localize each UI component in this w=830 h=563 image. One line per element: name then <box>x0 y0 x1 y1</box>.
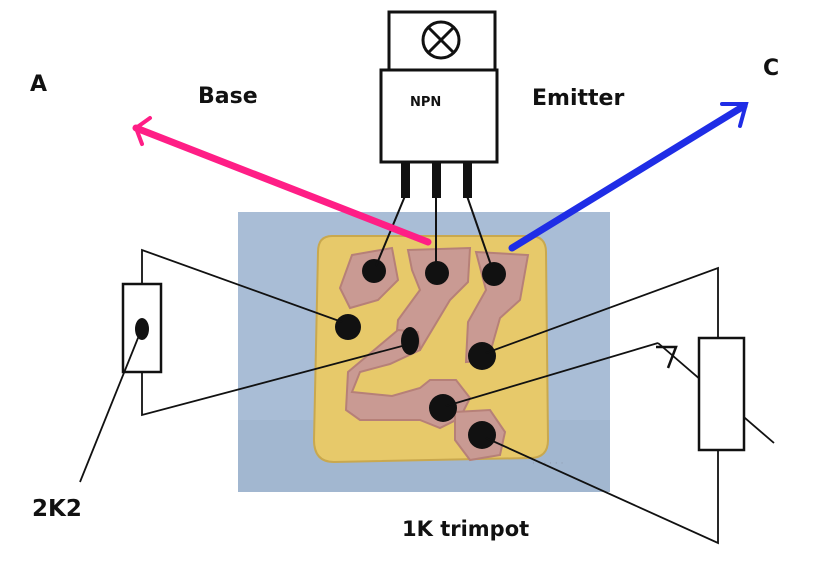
resistor-value-label: 2K2 <box>32 496 82 522</box>
solder-pads <box>335 259 506 449</box>
trimpot-body <box>697 336 746 452</box>
terminal-a-label: A <box>30 72 48 97</box>
emitter-label: Emitter <box>532 86 625 111</box>
transistor-npn <box>379 10 499 164</box>
resistor-dot <box>135 318 149 340</box>
pad-resistor-bottom <box>401 327 419 355</box>
pad-emitter <box>482 262 506 286</box>
trimpot-1k <box>656 336 746 452</box>
base-arrow <box>132 116 432 246</box>
pad-trimpot-wiper <box>429 394 457 422</box>
photo-watermark: · · · · · · <box>532 459 563 469</box>
pad-trimpot-a <box>468 342 496 370</box>
transistor-body <box>379 68 499 164</box>
pad-collector <box>425 261 449 285</box>
base-label: Base <box>198 84 258 109</box>
pad-base <box>362 259 386 283</box>
npn-label: NPN <box>410 95 442 110</box>
terminal-c-label: C <box>763 56 780 81</box>
trimpot-adjust-icon <box>656 345 678 369</box>
wiring <box>79 248 775 545</box>
emitter-arrow <box>508 102 749 252</box>
trimpot-label: 1K trimpot <box>402 517 530 541</box>
pad-resistor-top <box>335 314 361 340</box>
pad-trimpot-b <box>468 421 496 449</box>
